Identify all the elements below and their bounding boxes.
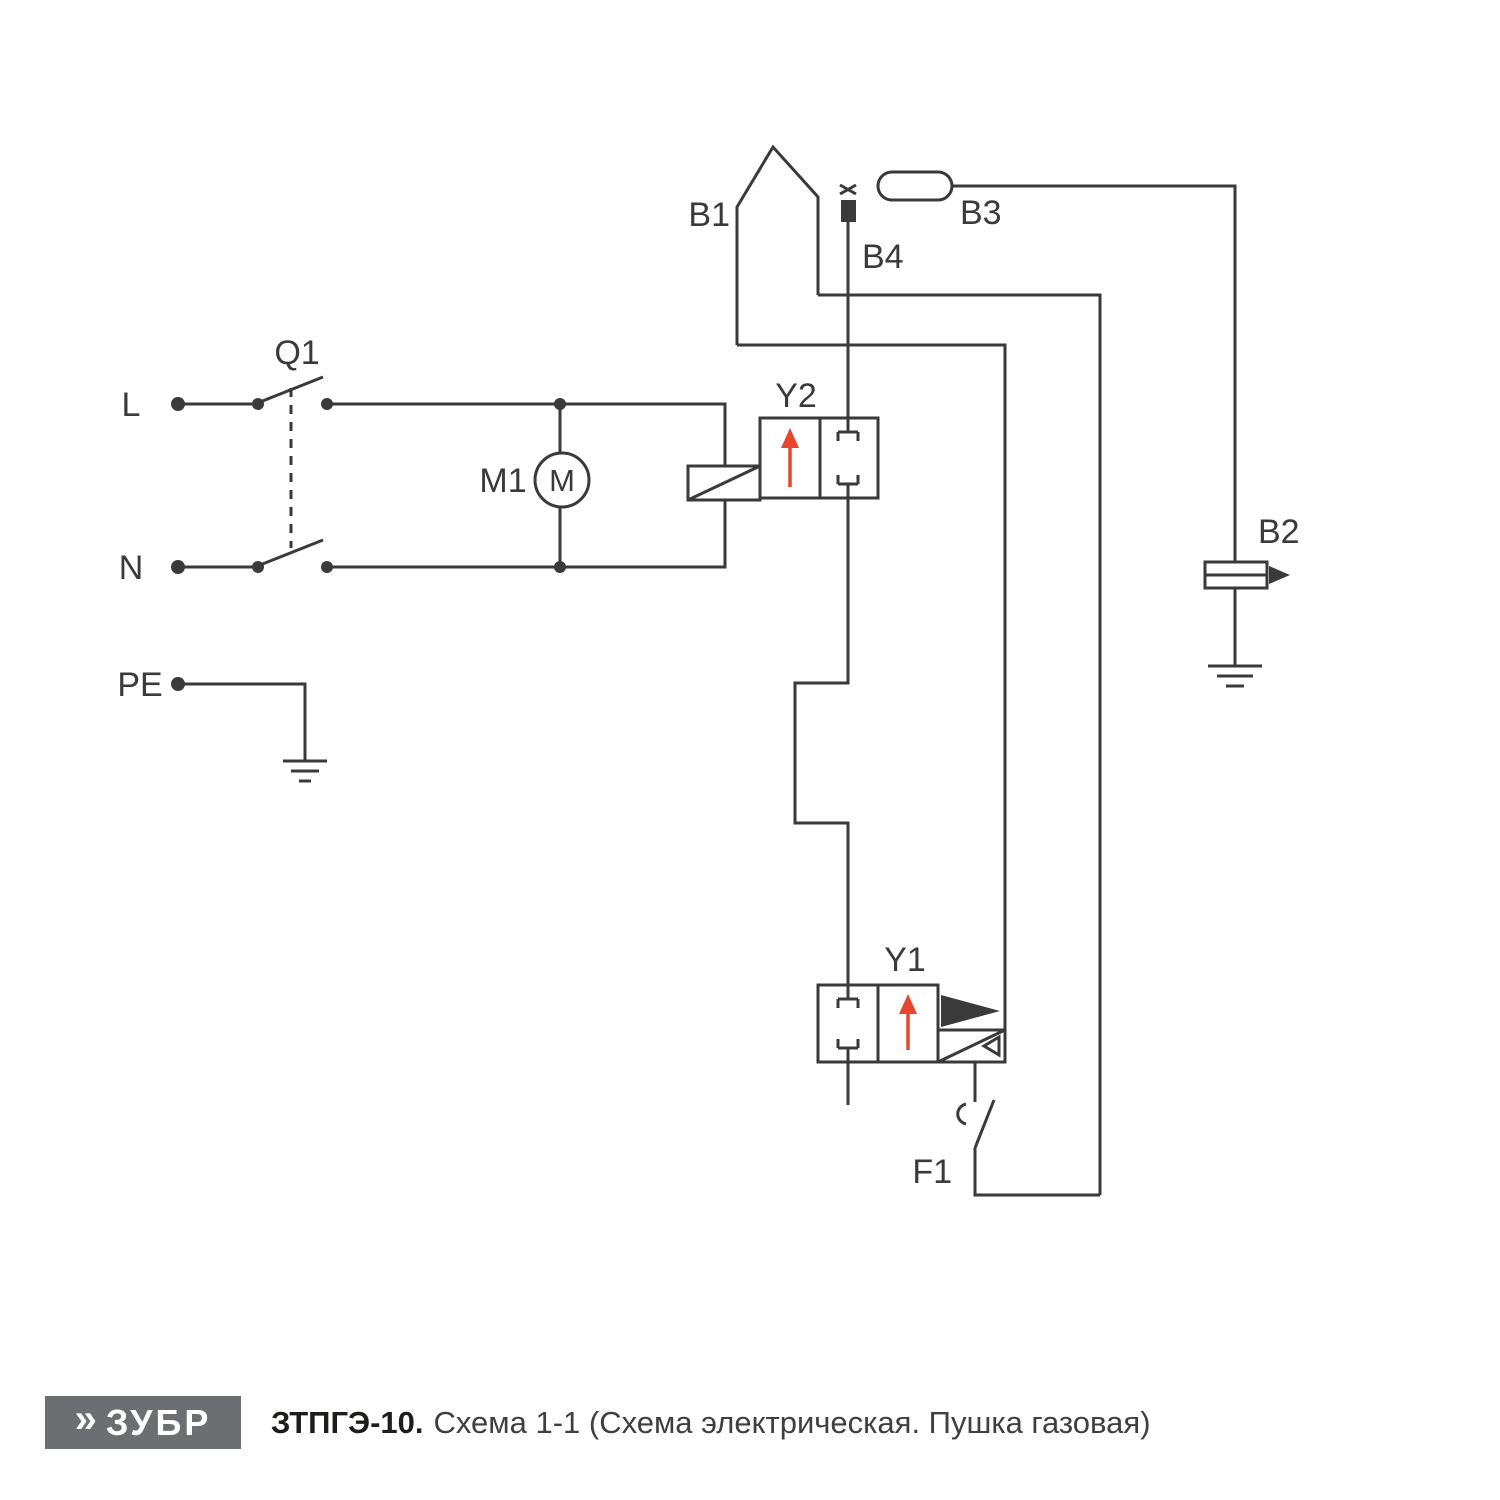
switch-dot [252, 398, 264, 410]
igniter-body [841, 200, 856, 222]
burner-b1 [735, 144, 820, 345]
terminal-dot-l [171, 397, 185, 411]
label-y2: Y2 [775, 377, 817, 415]
label-l: L [122, 386, 141, 424]
switch-q1 [259, 375, 324, 567]
sensor-b2 [1203, 560, 1290, 590]
l-bus-wire [327, 402, 727, 466]
switch-dot [252, 561, 264, 573]
y2-to-y1-pipe [793, 498, 850, 985]
y1-flow-arrow-head [899, 994, 917, 1014]
motor-m1: M [533, 451, 591, 509]
junction-dot [554, 398, 566, 410]
b1-right-loop-wire [818, 293, 1102, 1195]
spark-icon [839, 183, 857, 196]
f1-blade [973, 1099, 996, 1149]
switch-dot [321, 561, 333, 573]
ground-symbol-pe [283, 759, 327, 783]
n-bus-wire [327, 500, 727, 569]
junction-dot [554, 561, 566, 573]
y2-valve-seats [836, 418, 860, 498]
label-b4: B4 [862, 238, 904, 276]
label-b3: B3 [960, 194, 1002, 232]
schema-caption: Схема 1-1 (Схема электрическая. Пушка га… [433, 1404, 1151, 1440]
sensor-capsule [876, 170, 954, 202]
model-name: ЗТПГЭ-10. [271, 1404, 424, 1440]
label-m1: M1 [479, 462, 526, 500]
label-n: N [119, 549, 144, 587]
y2-coil-slash [687, 464, 761, 502]
motor-circle [533, 451, 591, 509]
wires [178, 184, 1237, 1197]
label-q1: Q1 [274, 334, 319, 372]
y1-valve-seats [836, 985, 860, 1062]
ground-bars [1208, 664, 1262, 688]
switch-dot [321, 398, 333, 410]
zubr-logo-text: ЗУБР [105, 1401, 212, 1443]
burner-outline [735, 144, 820, 345]
zubr-logo: » ЗУБР [45, 1396, 241, 1449]
label-pe: PE [117, 666, 162, 704]
label-b2: B2 [1258, 513, 1300, 551]
flame-sensor-b3 [876, 170, 954, 202]
solenoid-valve-y2 [686, 416, 880, 502]
motor-letter: M [549, 463, 575, 498]
label-y1: Y1 [884, 941, 926, 979]
connection-dots [171, 397, 566, 691]
terminal-dot-n [171, 560, 185, 574]
footer-title: ЗТПГЭ-10.Схема 1-1 (Схема электрическая.… [271, 1405, 1151, 1441]
y1-outlet-arrow [941, 995, 1000, 1027]
y1-coil-slash [937, 1028, 1006, 1064]
ground-bars [283, 759, 327, 783]
q1-blade-n [259, 538, 324, 567]
y2-flow-arrow-head [781, 428, 799, 448]
b1-left-wire [737, 343, 1007, 1030]
b3-to-b2-wire [952, 184, 1237, 562]
solenoid-valve-y1 [816, 983, 1007, 1064]
ground-symbol-b2 [1208, 664, 1262, 688]
f1-thermal-squiggle [956, 1102, 967, 1126]
labels: L N PE Q1 M1 Y2 B1 B4 B3 B2 Y1 F1 [117, 194, 1299, 1191]
terminal-dot-pe [171, 677, 185, 691]
label-b1: B1 [688, 196, 730, 234]
footer: » ЗУБР ЗТПГЭ-10.Схема 1-1 (Схема электри… [45, 1396, 1151, 1449]
thermal-fuse-f1 [956, 1099, 996, 1149]
f1-bottom-wire [973, 1148, 1100, 1197]
zubr-logo-icon: » [74, 1396, 97, 1441]
igniter-b4 [839, 183, 857, 222]
label-f1: F1 [912, 1153, 952, 1191]
pe-wire [178, 682, 307, 761]
y1-pilot-triangle [981, 1034, 1001, 1058]
b2-outlet-arrow [1269, 566, 1290, 584]
